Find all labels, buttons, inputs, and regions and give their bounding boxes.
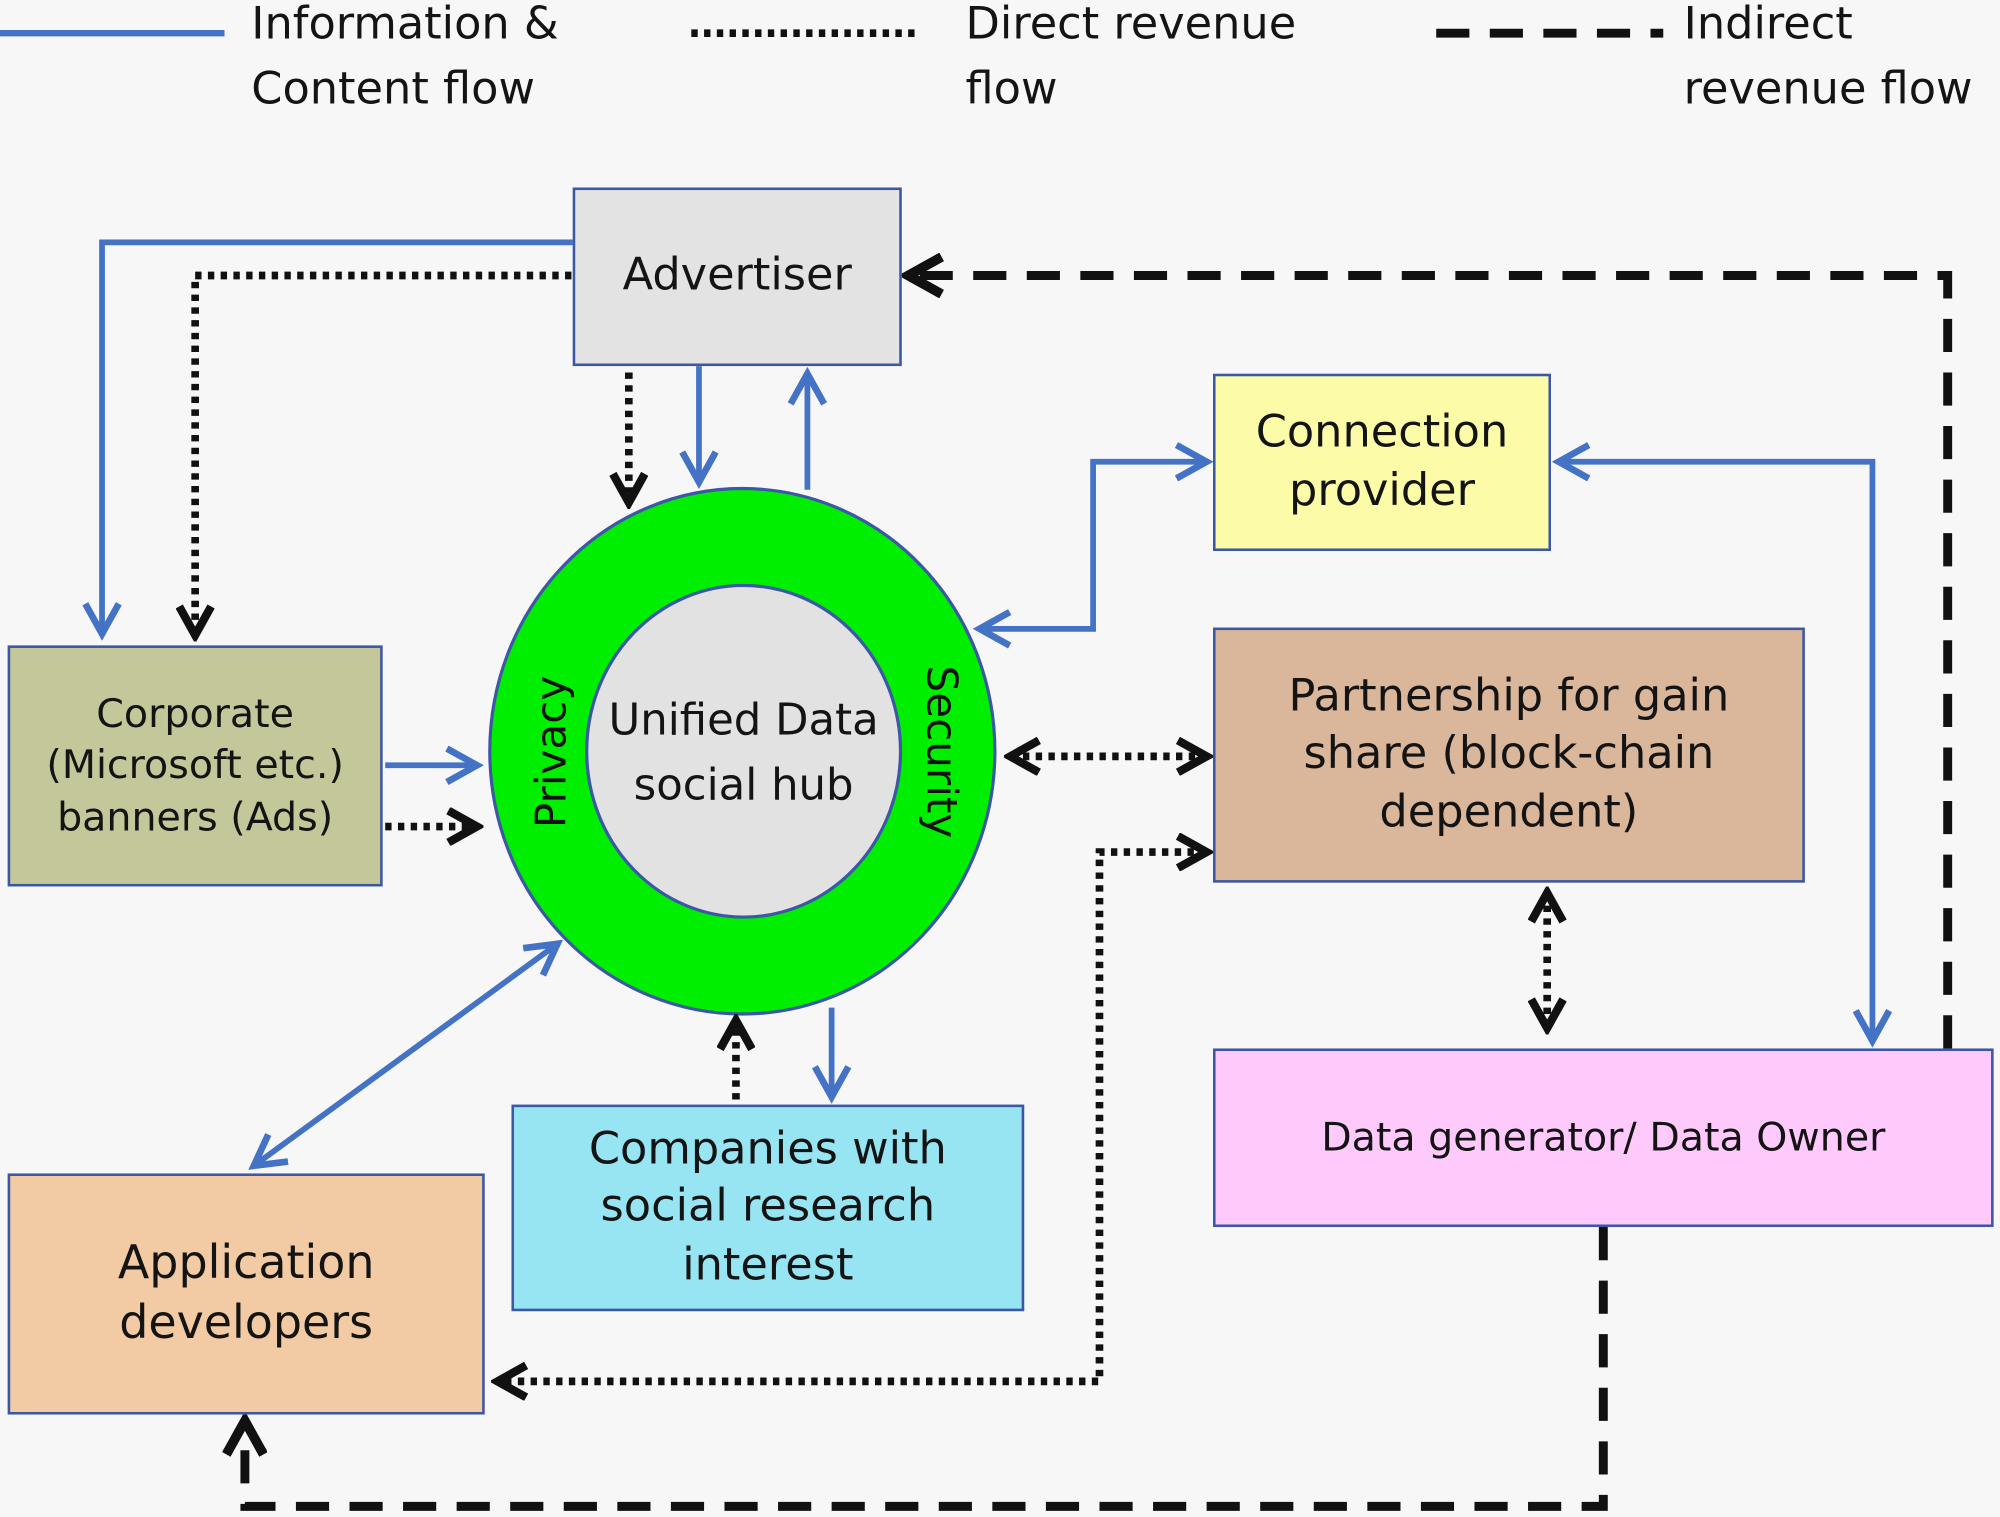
revenue-advertiser-to-corporate <box>195 271 572 636</box>
data-owner-label: Data generator/ Data Owner <box>1321 1114 1886 1161</box>
revenue-partnership-app-developers <box>497 852 1206 1381</box>
data-owner-box: Data generator/ Data Owner <box>1213 1048 1994 1228</box>
indirect-data-owner-to-advertiser <box>908 276 1953 1049</box>
privacy-ring-label: Privacy <box>525 675 576 829</box>
security-ring-label: Security <box>917 665 968 839</box>
advertiser-box: Advertiser <box>572 187 902 367</box>
corporate-label: Corporate (Microsoft etc.) banners (Ads) <box>46 691 344 841</box>
corporate-box: Corporate (Microsoft etc.) banners (Ads) <box>7 645 383 887</box>
connection-provider-box: Connection provider <box>1213 373 1552 552</box>
flow-advertiser-to-corporate <box>102 239 574 634</box>
connection-provider-label: Connection provider <box>1255 406 1509 516</box>
app-developers-label: Application developers <box>117 1236 375 1349</box>
legend-indirect-revenue-label: Indirect revenue flow <box>1683 0 1973 115</box>
app-developers-box: Application developers <box>7 1173 485 1415</box>
advertiser-label: Advertiser <box>622 250 852 302</box>
flow-data-owner-connection-provider <box>1559 462 1873 1041</box>
legend-info-flow-label: Information & Content flow <box>251 0 559 115</box>
companies-box: Companies with social research interest <box>511 1104 1025 1312</box>
hub-label: Unified Data social hub <box>608 695 879 812</box>
companies-label: Companies with social research interest <box>588 1123 947 1291</box>
partnership-label: Partnership for gain share (block-chain … <box>1288 670 1730 838</box>
flow-hub-connection-provider <box>980 462 1207 629</box>
partnership-box: Partnership for gain share (block-chain … <box>1213 627 1805 883</box>
legend-direct-revenue-label: Direct revenue flow <box>965 0 1297 115</box>
indirect-data-owner-to-app-developers <box>245 1227 1608 1511</box>
